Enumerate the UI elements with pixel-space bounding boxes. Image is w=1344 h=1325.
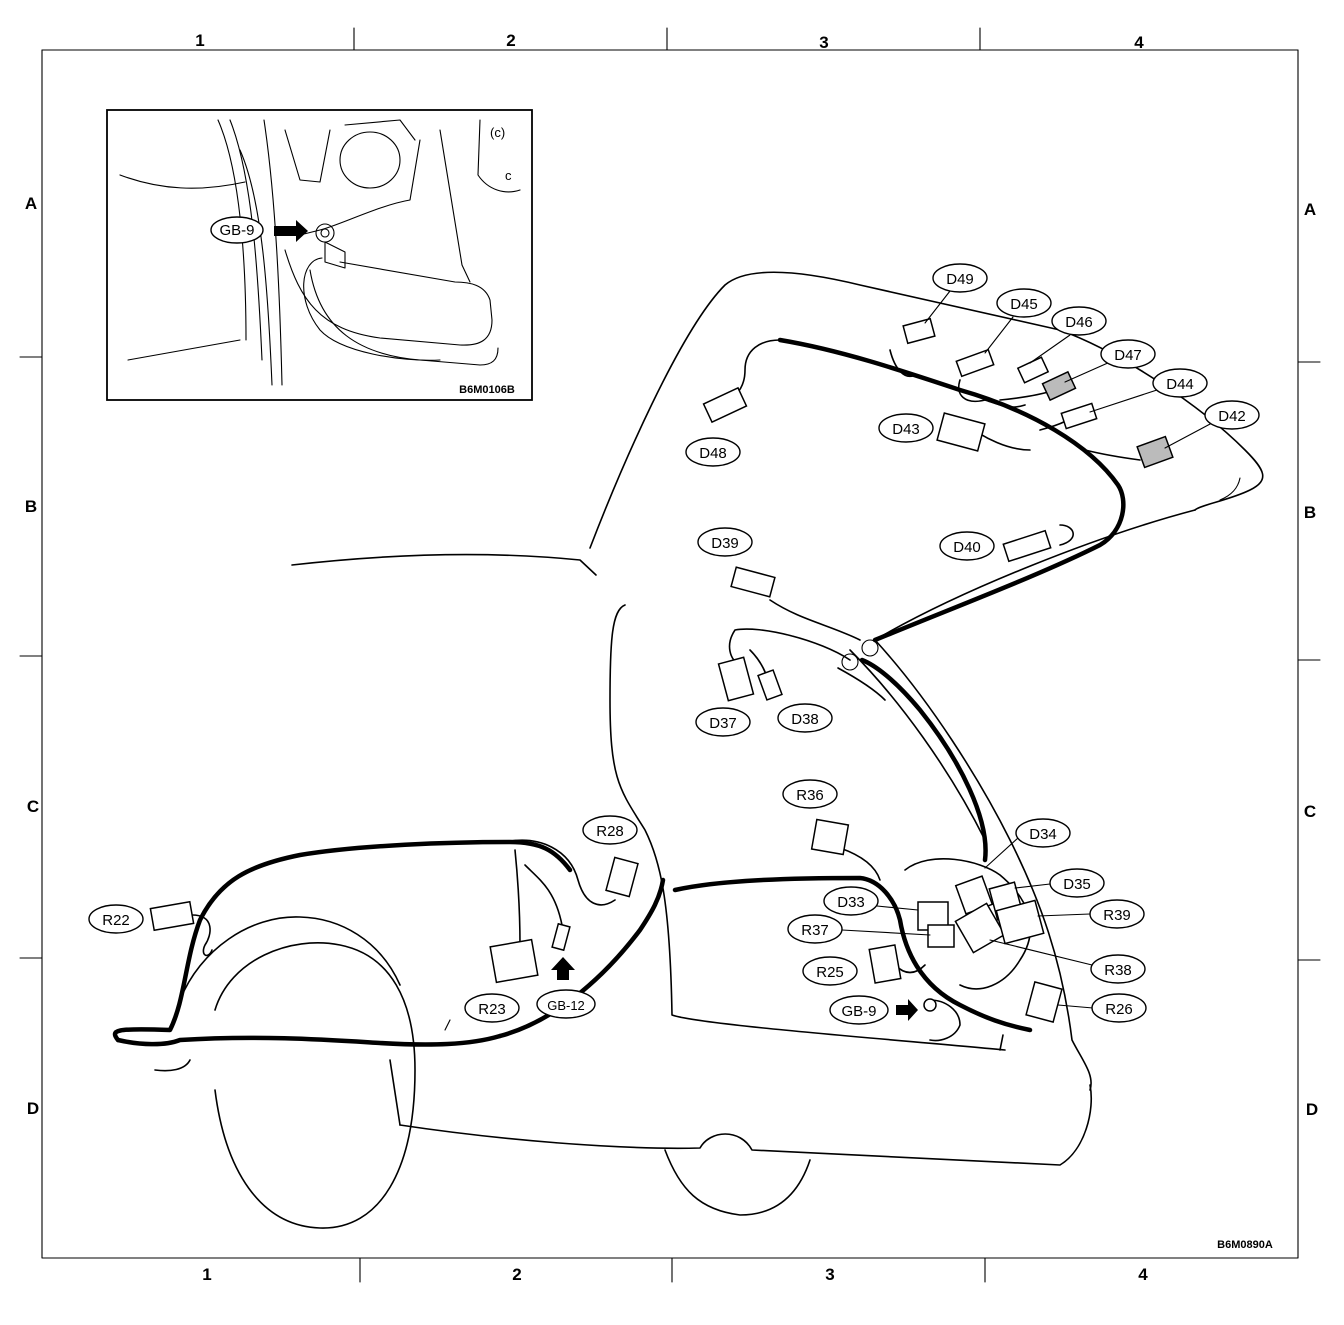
label-gb12: GB-12	[547, 998, 585, 1013]
connector-icon	[1025, 981, 1063, 1023]
grid-row-left-b: B	[25, 497, 37, 516]
labels: D49 D45 D46 D47 D44 D42 D43 D48 D39 D40 …	[88, 263, 1260, 1025]
label-gb9: GB-9	[841, 1003, 876, 1020]
arrow-icon	[896, 999, 918, 1021]
label-r23: R23	[478, 1001, 506, 1018]
connector-icon	[702, 386, 748, 424]
svg-text:c: c	[505, 168, 512, 183]
label-d33: D33	[837, 894, 865, 911]
ground-terminal-icon	[551, 922, 571, 952]
grid-row-right-a: A	[1304, 200, 1316, 219]
label-r26: R26	[1105, 1001, 1133, 1018]
label-d42: D42	[1218, 408, 1246, 425]
inset-detail: (c) c GB-9 B6M0106B	[106, 109, 533, 401]
arrow-icon	[551, 957, 575, 980]
connector-icon	[1002, 529, 1052, 563]
label-d49: D49	[946, 271, 974, 288]
connector-icon	[1060, 402, 1098, 430]
label-d47: D47	[1114, 347, 1142, 364]
connector-icon	[1136, 435, 1174, 469]
grid-col-bottom-2: 2	[512, 1265, 521, 1284]
connector-icon	[995, 899, 1045, 945]
label-d44: D44	[1166, 376, 1194, 393]
connector-icon	[1041, 370, 1077, 402]
inset-code: B6M0106B	[459, 384, 515, 396]
grid-row-left-d: D	[27, 1099, 39, 1118]
svg-text:(c): (c)	[490, 125, 505, 140]
connector-icon	[605, 856, 639, 898]
connector-icon	[868, 944, 902, 984]
connector-icon	[955, 348, 995, 378]
grid-ticks	[19, 27, 1321, 1283]
frame	[41, 49, 1299, 1259]
label-d34: D34	[1029, 826, 1057, 843]
grid-col-bottom-1: 1	[202, 1265, 211, 1284]
grid-col-top-4: 4	[1134, 33, 1144, 52]
grid-col-top-3: 3	[819, 33, 828, 52]
connector-icon	[717, 656, 755, 702]
arrow-icon	[274, 220, 308, 242]
connector-icon	[489, 938, 539, 984]
label-d43: D43	[892, 421, 920, 438]
harness	[112, 337, 1141, 1047]
grid-row-left-c: C	[27, 797, 39, 816]
label-r28: R28	[596, 823, 624, 840]
grid-col-bottom-3: 3	[825, 1265, 834, 1284]
label-d45: D45	[1010, 296, 1038, 313]
connector-icon	[810, 818, 850, 856]
grid-row-right-c: C	[1304, 802, 1316, 821]
grid-row-left-a: A	[25, 194, 37, 213]
leader-lines	[841, 290, 1213, 1009]
label-r37: R37	[801, 922, 829, 939]
label-r38: R38	[1104, 962, 1132, 979]
connector-icon	[902, 317, 936, 345]
connector-icon	[927, 924, 955, 948]
label-d37: D37	[709, 715, 737, 732]
grid-col-top-1: 1	[195, 31, 204, 50]
connector-icon	[730, 566, 776, 598]
label-r22: R22	[102, 912, 130, 929]
connector-icon	[936, 412, 986, 452]
label-d46: D46	[1065, 314, 1093, 331]
label-d35: D35	[1063, 876, 1091, 893]
label-r39: R39	[1103, 907, 1131, 924]
figure-code: B6M0890A	[1217, 1239, 1273, 1251]
grid-col-bottom-4: 4	[1138, 1265, 1148, 1284]
inset-gb9-label: GB-9	[219, 222, 254, 239]
connector-icon	[757, 669, 783, 701]
label-r36: R36	[796, 787, 824, 804]
label-d48: D48	[699, 445, 727, 462]
label-d38: D38	[791, 711, 819, 728]
label-d39: D39	[711, 535, 739, 552]
label-d40: D40	[953, 539, 981, 556]
connector-icon	[149, 900, 195, 932]
grid-row-right-b: B	[1304, 503, 1316, 522]
grid-col-top-2: 2	[506, 31, 515, 50]
vehicle-body	[154, 271, 1264, 1229]
ground-terminal-icon	[923, 998, 937, 1012]
label-r25: R25	[816, 964, 844, 981]
connector-shapes	[149, 317, 1174, 1023]
grid-row-right-d: D	[1306, 1100, 1318, 1119]
